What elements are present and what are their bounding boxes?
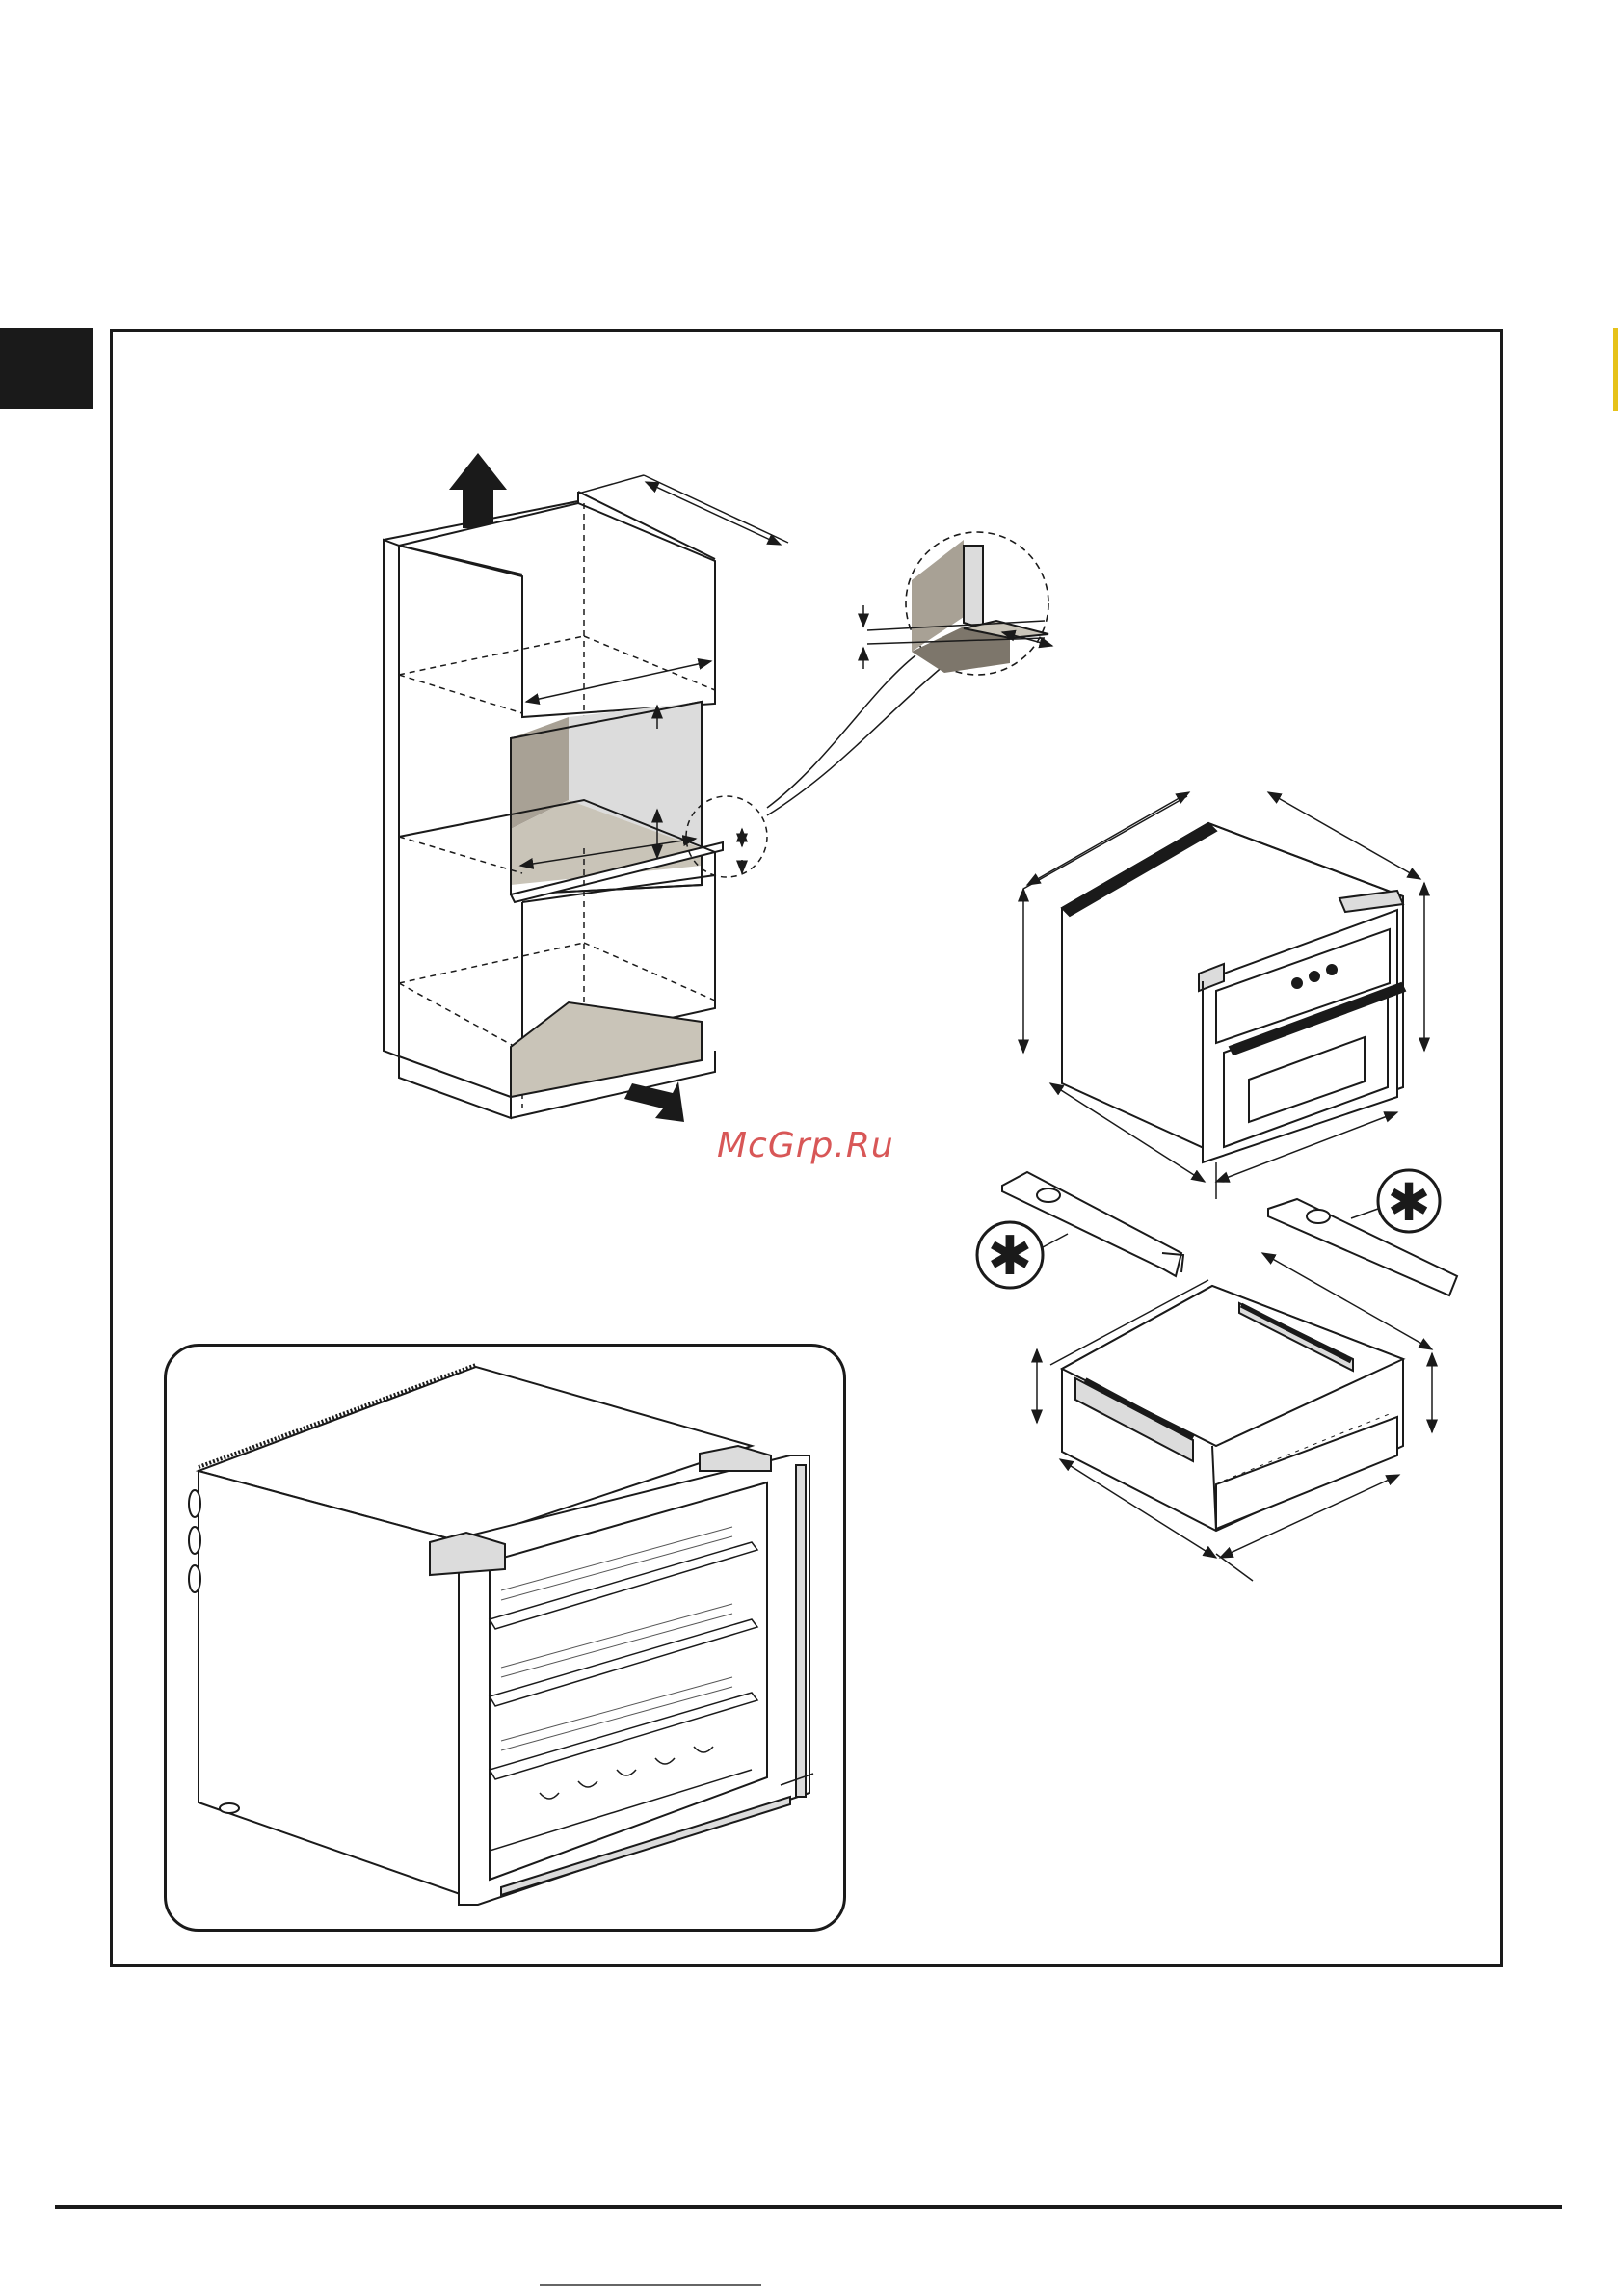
footer-text-line <box>540 2284 761 2286</box>
watermark-text: McGrp.Ru <box>717 1126 894 1165</box>
bottom-rule <box>55 2205 1562 2209</box>
cabinet-diagram <box>384 453 944 1122</box>
side-brackets: ✱ ✱ <box>977 1170 1457 1295</box>
asterisk-marker-left: ✱ <box>977 1222 1043 1288</box>
shelf-detail-callout <box>863 532 1052 675</box>
svg-text:✱: ✱ <box>1387 1172 1430 1233</box>
wine-cooler-inset-frame <box>164 1344 846 1932</box>
svg-text:✱: ✱ <box>988 1225 1033 1288</box>
vent-inlet-arrow <box>624 1081 684 1122</box>
warming-drawer <box>1037 1253 1432 1581</box>
asterisk-marker-right: ✱ <box>1378 1170 1440 1233</box>
compact-oven <box>1023 792 1424 1199</box>
